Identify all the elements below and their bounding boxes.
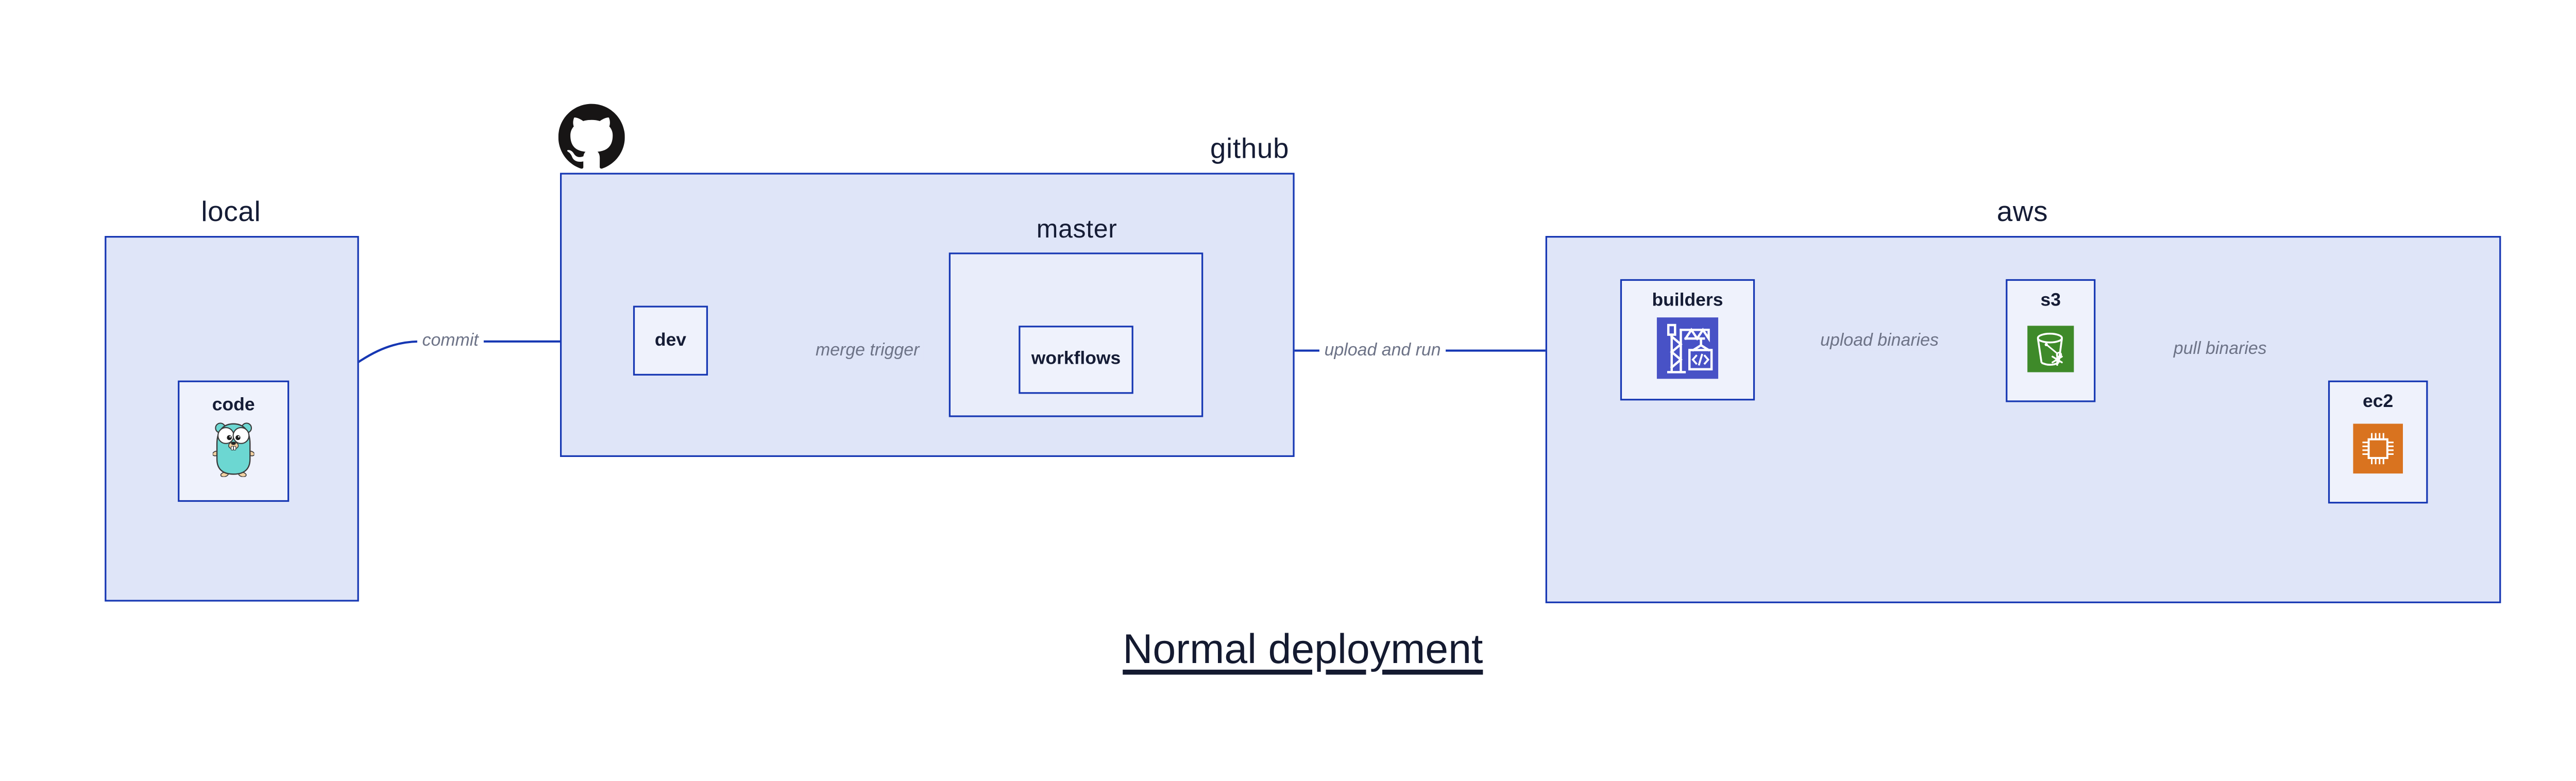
node-code: code	[178, 380, 290, 502]
edge-label-merge-trigger: merge trigger	[810, 341, 925, 361]
edge-label-pull-binaries: pull binaries	[2168, 338, 2272, 359]
gopher-icon	[212, 422, 255, 477]
codebuild-crane-icon	[1656, 317, 1719, 379]
diagram-title: Normal deployment	[1123, 626, 1483, 673]
group-label-master: master	[1036, 216, 1117, 245]
node-s3: s3	[2006, 279, 2096, 402]
edge-label-upload-binaries: upload binaries	[1815, 330, 1944, 351]
node-builders: builders	[1620, 279, 1755, 401]
node-workflows-label: workflows	[1031, 349, 1121, 369]
node-builders-label: builders	[1652, 291, 1723, 311]
node-dev: dev	[633, 305, 708, 376]
group-label-github: github	[1210, 133, 1290, 165]
ec2-chip-icon	[2353, 423, 2403, 474]
node-ec2: ec2	[2328, 380, 2428, 504]
edge-label-commit: commit	[417, 330, 484, 351]
node-dev-label: dev	[654, 330, 687, 350]
node-s3-label: s3	[2040, 291, 2061, 311]
group-label-local: local	[201, 196, 261, 228]
s3-bucket-icon	[2027, 326, 2074, 372]
node-code-label: code	[212, 395, 255, 416]
node-workflows: workflows	[1019, 326, 1133, 394]
group-label-aws: aws	[1996, 196, 2048, 228]
node-ec2-label: ec2	[2363, 392, 2394, 412]
edge-label-upload-and-run: upload and run	[1319, 341, 1446, 361]
github-logo-icon	[558, 104, 625, 169]
